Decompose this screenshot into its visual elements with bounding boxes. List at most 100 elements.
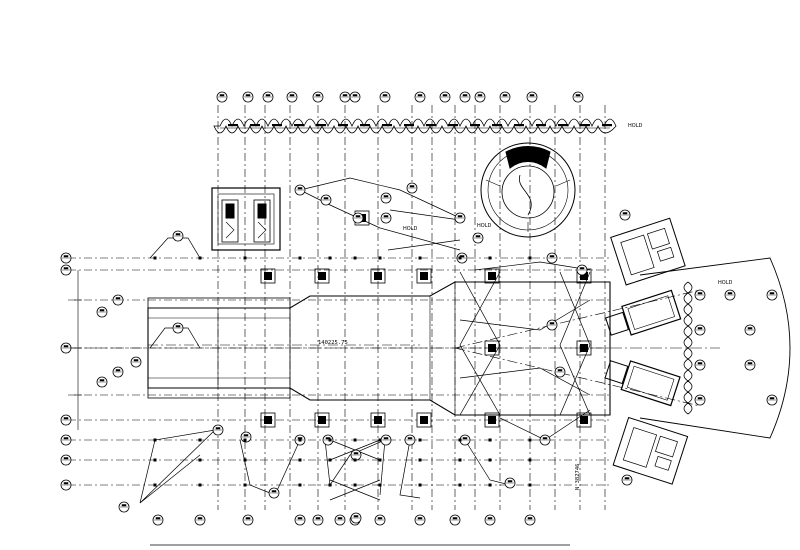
tilted-equipment-upper-inner: [605, 289, 682, 336]
member-tag: [404, 434, 416, 446]
hold-label-mid-1: HOLD: [403, 226, 417, 232]
grid-nodes: [153, 256, 532, 487]
center-dimension-label: 140225.75: [318, 340, 348, 346]
member-tag: [172, 230, 184, 242]
member-tag: [96, 306, 108, 318]
member-tag: [766, 394, 778, 406]
footing-pad: [576, 412, 592, 428]
grid-bubble: [194, 514, 206, 526]
member-tag: [320, 194, 332, 206]
top-dimension-text: [228, 124, 612, 127]
member-tag: [504, 477, 516, 489]
footing-pad: [416, 412, 432, 428]
member-tag: [380, 434, 392, 446]
member-tag: [694, 394, 706, 406]
member-tag: [456, 252, 468, 264]
hold-label-top: HOLD: [628, 123, 642, 129]
member-tag: [472, 232, 484, 244]
member-tag: [112, 366, 124, 378]
member-tag: [380, 212, 392, 224]
grid-bubble: [60, 434, 72, 446]
member-tag: [352, 212, 364, 224]
cross-bracing: [329, 271, 591, 501]
member-tag: [621, 474, 633, 486]
grid-bubble: [152, 514, 164, 526]
grid-bubble: [474, 91, 486, 103]
member-tag: [96, 376, 108, 388]
member-tag: [619, 209, 631, 221]
grid-bubble: [449, 514, 461, 526]
member-tag: [576, 264, 588, 276]
grid-bubble: [414, 91, 426, 103]
member-tag: [454, 212, 466, 224]
member-tag: [172, 322, 184, 334]
member-tag: [766, 289, 778, 301]
grid-bubble: [374, 514, 386, 526]
tilted-equipment-lower: [612, 416, 689, 485]
member-tag: [744, 324, 756, 336]
grid-bubble: [459, 91, 471, 103]
grid-bubble: [60, 252, 72, 264]
member-tag: [322, 434, 334, 446]
member-tag: [546, 319, 558, 331]
footing-pad: [484, 268, 500, 284]
member-tag: [554, 366, 566, 378]
grid-bubble: [379, 91, 391, 103]
footing-pad: [260, 412, 276, 428]
member-tag: [294, 184, 306, 196]
grid-bubble: [242, 514, 254, 526]
tilted-equipment-upper: [610, 217, 686, 286]
member-tag: [724, 289, 736, 301]
member-tag: [744, 359, 756, 371]
hold-label-right: HOLD: [718, 280, 732, 286]
grid-bubble: [524, 514, 536, 526]
member-tag-bubbles: [96, 182, 778, 524]
grid-bubble: [339, 91, 351, 103]
footing-pad: [370, 412, 386, 428]
right-diagonal-axes: [454, 289, 701, 407]
grid-bubble: [286, 91, 298, 103]
member-tag: [112, 294, 124, 306]
grid-bubble: [439, 91, 451, 103]
grid-bubble: [294, 514, 306, 526]
hold-label-mid-2: HOLD: [477, 223, 491, 229]
grid-bubble: [60, 414, 72, 426]
grid-bubble: [60, 454, 72, 466]
member-tag: [350, 449, 362, 461]
member-tag: [212, 424, 224, 436]
grid-bubble: [60, 479, 72, 491]
grid-bubble: [484, 514, 496, 526]
grid-bubble: [312, 514, 324, 526]
grid-bubble: [242, 91, 254, 103]
footing-pad: [416, 268, 432, 284]
footing-pad: [370, 268, 386, 284]
member-tag: [268, 487, 280, 499]
footing-pad: [484, 412, 500, 428]
right-fan-boundary: [639, 257, 791, 439]
member-tag: [694, 289, 706, 301]
member-tag: [694, 359, 706, 371]
grid-bubbles-left: [60, 252, 72, 491]
grid-bubble: [499, 91, 511, 103]
member-tag: [539, 434, 551, 446]
grid-bubble: [349, 91, 361, 103]
member-tag: [350, 512, 362, 524]
member-tag: [406, 182, 418, 194]
member-tag: [546, 252, 558, 264]
grid-bubble: [60, 342, 72, 354]
footing-pad: [260, 268, 276, 284]
footing-pad: [576, 340, 592, 356]
grid-bubbles-bottom: [152, 514, 536, 526]
member-tag: [694, 324, 706, 336]
grid-bubble: [216, 91, 228, 103]
member-tag: [380, 192, 392, 204]
tilted-equipment-lower-inner: [604, 360, 681, 407]
circular-tank: [480, 142, 576, 238]
grid-bubbles-top: [216, 91, 584, 103]
footing-pads: [260, 210, 592, 428]
grid-bubble: [312, 91, 324, 103]
grid-bubble: [60, 264, 72, 276]
grid-bubble: [262, 91, 274, 103]
grid-bubble: [414, 514, 426, 526]
grid-bubble: [334, 514, 346, 526]
